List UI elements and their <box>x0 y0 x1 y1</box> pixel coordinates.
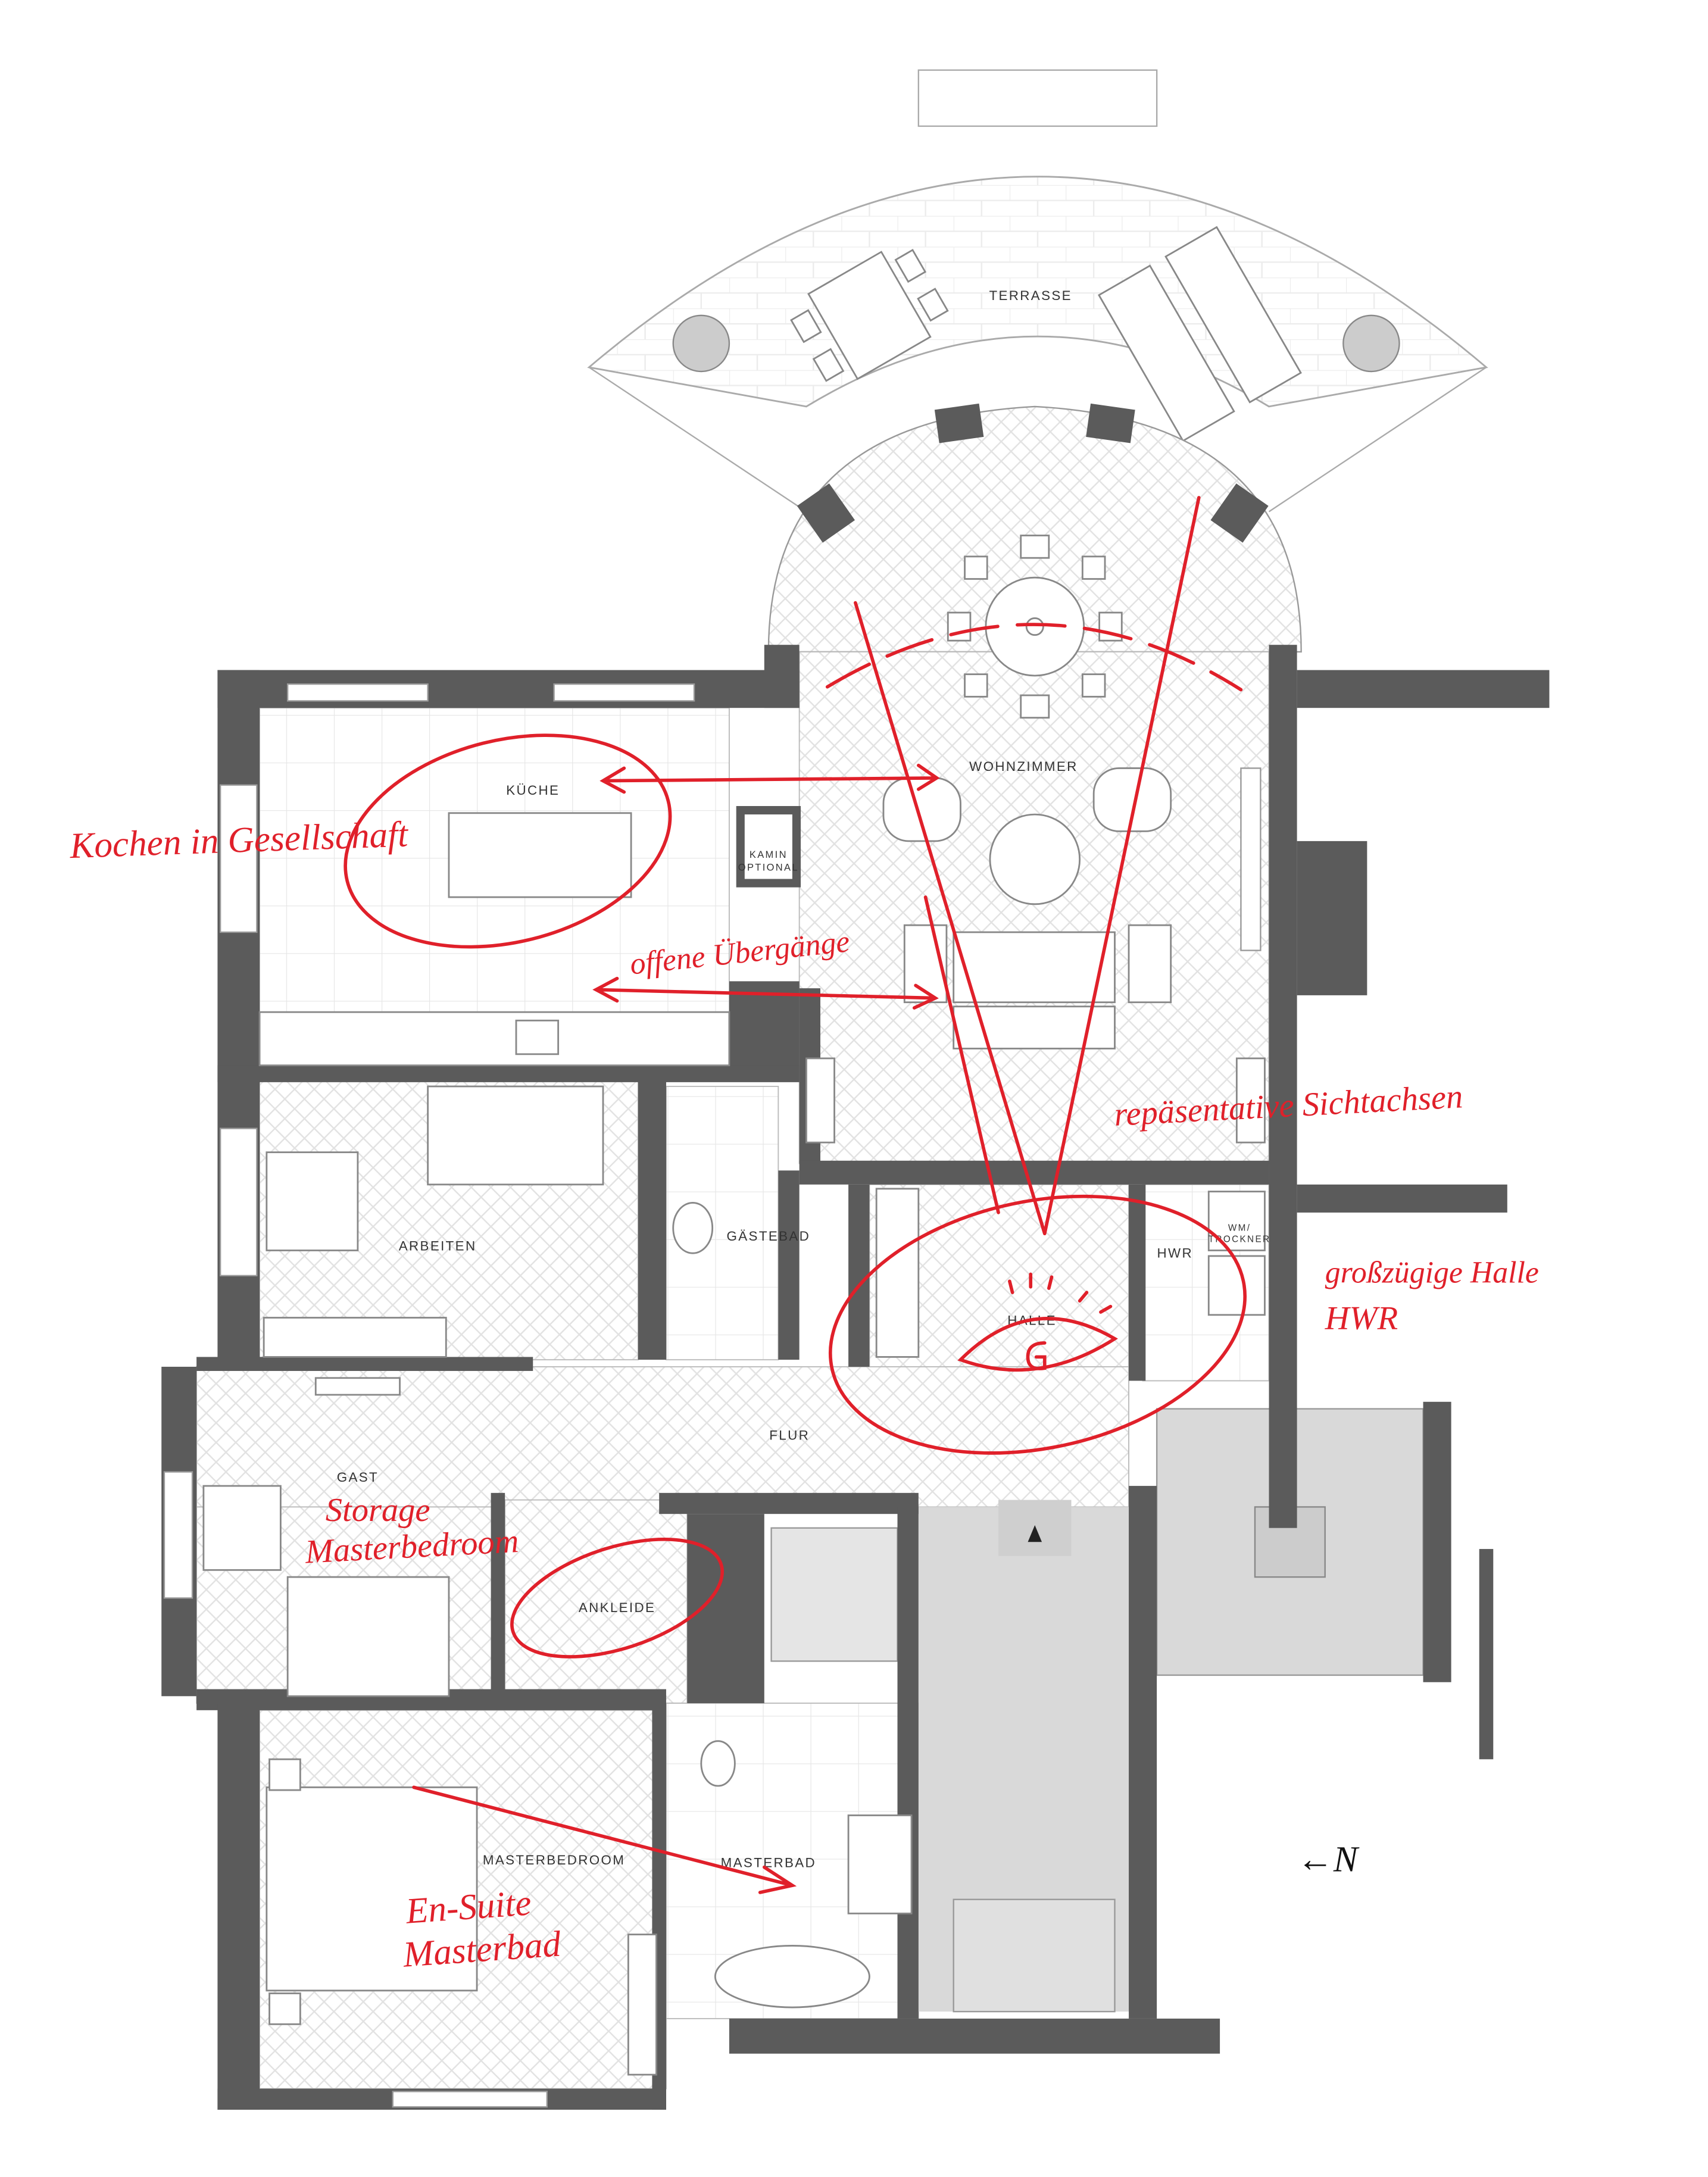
vanity <box>847 1814 913 1914</box>
arrow-kitchen-living <box>599 763 940 794</box>
room-label-kamin-optional: OPTIONAL <box>738 862 799 873</box>
plant-icon <box>1342 314 1400 373</box>
terrace-table <box>790 249 949 382</box>
toilet-master <box>700 1740 736 1787</box>
plant-icon <box>672 314 730 373</box>
furniture <box>202 535 1266 2076</box>
room-label-kamin: KAMIN <box>750 849 788 860</box>
sight-axis-lines <box>854 496 1201 1236</box>
desk-guest <box>202 1485 282 1571</box>
eye-pupil <box>1026 1341 1047 1370</box>
annotation-ensuite: En-Suite <box>404 1882 533 1932</box>
sun-loungers <box>1097 226 1302 442</box>
room-label-wohnzimmer: WOHNZIMMER <box>969 759 1078 774</box>
room-label-wm: WM/ <box>1228 1223 1251 1233</box>
desk <box>266 1151 359 1251</box>
room-dressing <box>504 1499 688 1704</box>
bathtub <box>714 1945 870 2009</box>
eyelashes <box>1008 1272 1113 1314</box>
room-label-kueche: KÜCHE <box>506 783 560 798</box>
arrow-open-transitions <box>592 976 939 1010</box>
entry-arrow-icon <box>1028 1525 1042 1542</box>
annotation-halle: großzügige Halle <box>1325 1256 1539 1290</box>
living-bay <box>767 405 1302 653</box>
coffee-table <box>989 813 1081 905</box>
room-label-gast: GAST <box>337 1470 379 1485</box>
eye-icon <box>957 1317 1118 1372</box>
double-bed <box>266 1786 478 1992</box>
room-label-hwr: HWR <box>1157 1245 1193 1260</box>
annotation-hwr: HWR <box>1325 1300 1398 1336</box>
room-label-arbeiten: ARBEITEN <box>399 1238 477 1253</box>
dining-chairs <box>947 535 1123 719</box>
arrow-en-suite <box>412 1785 797 1894</box>
annotation-storage: Storage <box>326 1492 430 1529</box>
kitchen-island <box>448 812 632 898</box>
room-label-flur: FLUR <box>769 1428 810 1442</box>
dressing-circle <box>510 1538 725 1658</box>
room-label-gaestebad: GÄSTEBAD <box>727 1229 811 1244</box>
elevator <box>770 1527 898 1662</box>
terrace: TERRASSE <box>587 69 1488 513</box>
room-living <box>798 651 1270 1164</box>
fireplace <box>736 806 801 888</box>
entrance-mat <box>953 1898 1116 2013</box>
kitchen-circle <box>344 733 672 949</box>
sofa <box>953 931 1116 1004</box>
sight-axis-arc <box>825 623 1243 692</box>
windows <box>163 683 1262 2108</box>
room-label-ankleide: ANKLEIDE <box>579 1600 655 1615</box>
bed-single <box>427 1085 604 1186</box>
room-label-masterbedroom: MASTERBEDROOM <box>483 1853 625 1867</box>
armchair <box>1092 767 1172 832</box>
sofa-guest <box>286 1576 450 1697</box>
bay-piers <box>797 403 1269 543</box>
toilet <box>672 1202 714 1254</box>
north-arrow-icon: ←N <box>1297 1839 1360 1880</box>
sink <box>515 1019 560 1055</box>
kitchen-counter <box>258 1011 730 1067</box>
wardrobe <box>875 1188 920 1358</box>
room-label-terrasse: TERRASSE <box>989 288 1072 303</box>
hall-circle <box>828 1194 1247 1455</box>
shelf <box>314 1377 401 1396</box>
wardrobe-master <box>627 1934 657 2076</box>
sideboard <box>263 1317 447 1358</box>
